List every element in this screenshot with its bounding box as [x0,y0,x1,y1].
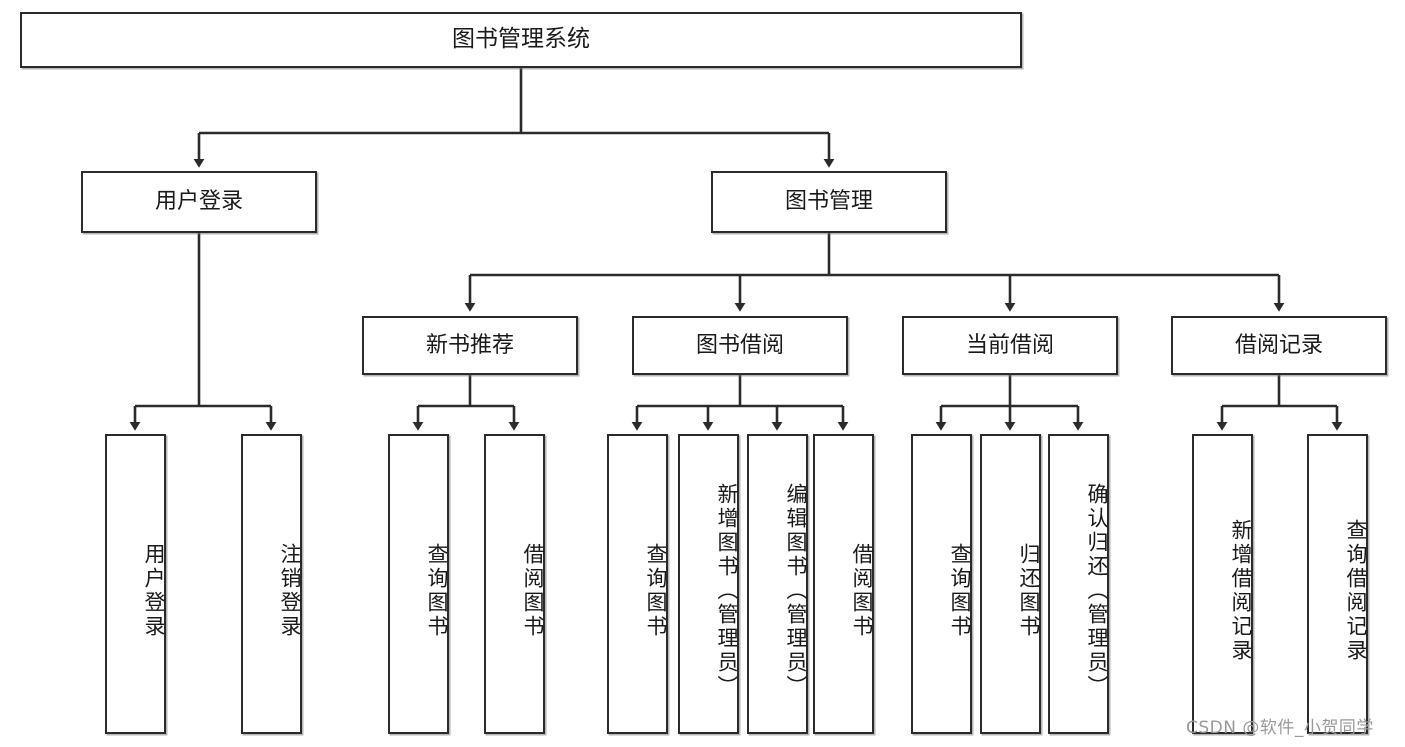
leaf-user-login-logout[interactable]: 注销登录 [241,434,302,734]
node-root-system[interactable]: 图书管理系统 [20,12,1022,68]
node-label: 新增图书（管理员） [715,483,739,699]
watermark: CSDN @软件_小贺同学 [1186,718,1374,738]
node-label: 用户登录 [142,543,166,639]
leaf-borrow-query-book[interactable]: 查询图书 [607,434,668,734]
node-book-borrow[interactable]: 图书借阅 [632,316,848,375]
node-user-login[interactable]: 用户登录 [81,171,317,233]
node-book-management[interactable]: 图书管理 [711,171,947,233]
leaf-borrow-edit-book-admin[interactable]: 编辑图书（管理员） [747,434,808,734]
leaf-record-add-record[interactable]: 新增借阅记录 [1192,434,1253,734]
node-label: 查询图书 [948,543,972,639]
leaf-record-query-record[interactable]: 查询借阅记录 [1307,434,1368,734]
node-label: 当前借阅 [965,332,1054,358]
node-label: 查询图书 [425,543,449,639]
node-label: 新增借阅记录 [1229,519,1253,663]
leaf-borrow-borrow-book[interactable]: 借阅图书 [813,434,874,734]
node-label: 借阅图书 [521,543,545,639]
node-label: 查询图书 [644,543,668,639]
node-label: 图书管理系统 [452,26,590,53]
leaf-borrow-add-book-admin[interactable]: 新增图书（管理员） [678,434,739,734]
node-borrow-record[interactable]: 借阅记录 [1171,316,1387,375]
leaf-recommend-query-book[interactable]: 查询图书 [388,434,449,734]
node-label: 归还图书 [1017,543,1041,639]
node-label: 确认归还（管理员） [1085,483,1109,699]
leaf-recommend-borrow-book[interactable]: 借阅图书 [484,434,545,734]
node-label: 图书借阅 [695,332,784,358]
leaf-current-query-book[interactable]: 查询图书 [911,434,972,734]
node-label: 图书管理 [784,189,873,215]
node-label: 借阅记录 [1234,332,1323,358]
node-new-book-recommend[interactable]: 新书推荐 [362,316,578,375]
node-label: 注销登录 [278,543,302,639]
node-current-borrow[interactable]: 当前借阅 [902,316,1118,375]
node-label: 借阅图书 [850,543,874,639]
node-label: 用户登录 [154,189,243,215]
leaf-current-confirm-return-admin[interactable]: 确认归还（管理员） [1048,434,1109,734]
leaf-current-return-book[interactable]: 归还图书 [980,434,1041,734]
leaf-user-login-login[interactable]: 用户登录 [105,434,166,734]
node-label: 新书推荐 [425,332,514,358]
node-label: 编辑图书（管理员） [784,483,808,699]
node-label: 查询借阅记录 [1344,519,1368,663]
